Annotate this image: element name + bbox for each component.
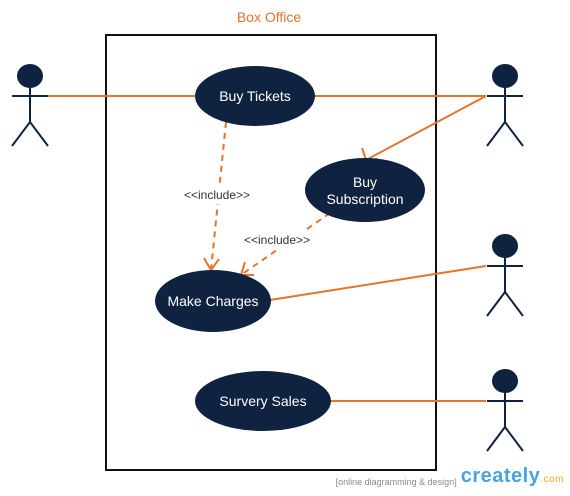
use-case-buy-subscription[interactable]: Buy Subscription: [305, 158, 425, 222]
logo-suffix: .com: [540, 474, 564, 485]
system-title: Box Office: [236, 9, 302, 25]
include-dependency-2: [240, 212, 331, 276]
include-dependency-1: [210, 121, 227, 271]
include-arrowhead-2: [239, 261, 254, 276]
watermark-tagline: [online diagramming & design]: [335, 477, 457, 487]
actor-icon-2[interactable]: [486, 64, 524, 147]
use-case-label-line1: Buy: [353, 174, 377, 190]
use-case-survery-sales[interactable]: Survery Sales: [195, 371, 331, 431]
actor-icon-3[interactable]: [486, 234, 524, 317]
actor-icon-1[interactable]: [11, 64, 49, 147]
watermark: [online diagramming & design] creately.c…: [336, 466, 564, 490]
system-boundary: [105, 34, 437, 471]
use-case-make-charges[interactable]: Make Charges: [155, 270, 271, 332]
use-case-label: Make Charges: [167, 293, 258, 309]
actor-icon-4[interactable]: [486, 369, 524, 452]
use-case-label: Survery Sales: [219, 393, 306, 409]
association-buy-subscription-actor2: [365, 95, 487, 161]
include-arrowhead-1: [203, 257, 220, 272]
creately-logo: creately.com: [461, 466, 564, 490]
include-label-2: <<include>>: [244, 233, 310, 247]
include-label-bg-2: [236, 231, 318, 249]
association-make-charges-actor3: [269, 265, 487, 301]
use-case-buy-tickets[interactable]: Buy Tickets: [195, 66, 315, 126]
use-case-label: Buy Tickets: [219, 88, 291, 104]
include-label-bg-1: [176, 186, 258, 204]
include-label-1: <<include>>: [184, 188, 250, 202]
logo-brand: creately: [460, 465, 541, 487]
use-case-label-line2: Subscription: [326, 191, 403, 207]
